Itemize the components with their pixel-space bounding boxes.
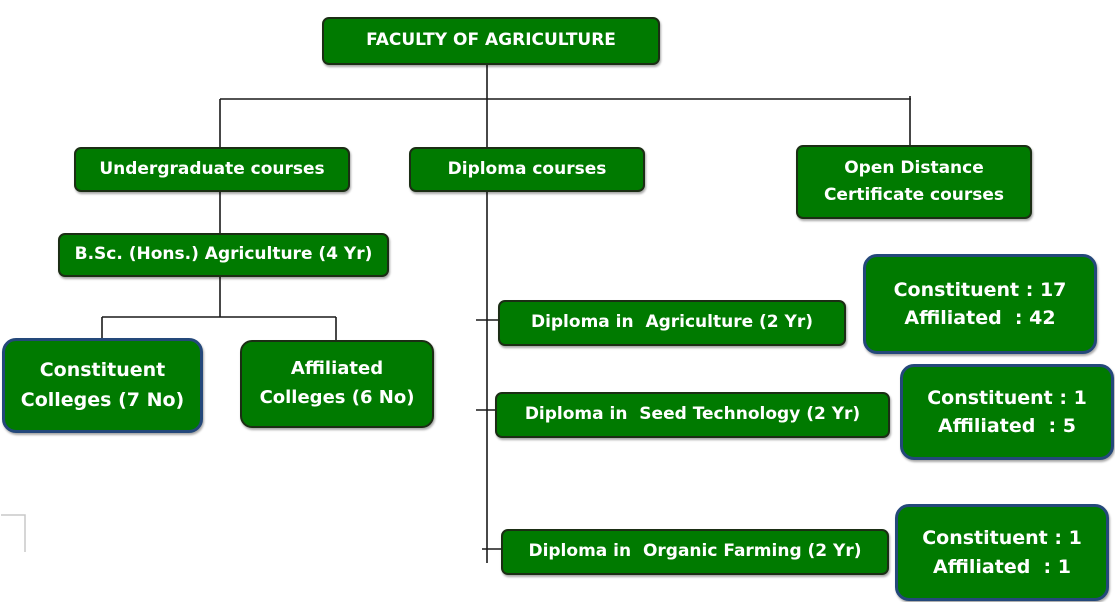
stats-constituent: Constituent : 1 [927,386,1087,409]
undergraduate-label: Undergraduate courses [99,158,325,179]
diploma-seed-label: Diploma in Seed Technology (2 Yr) [524,404,861,425]
diploma-organic-stats: Constituent : 1 Affiliated : 1 [895,504,1109,601]
faculty-title: FACULTY OF AGRICULTURE [366,30,616,51]
bsc-box: B.Sc. (Hons.) Agriculture (4 Yr) [58,233,389,277]
affiliated-line2: Colleges (6 No) [259,387,415,408]
stats-constituent: Constituent : 17 [893,278,1067,301]
stats-affiliated: Affiliated : 42 [904,307,1056,329]
affiliated-line1: Affiliated [290,358,384,380]
diploma-organic-box: Diploma in Organic Farming (2 Yr) [501,529,889,575]
diploma-label: Diploma courses [447,158,607,179]
faculty-title-box: FACULTY OF AGRICULTURE [322,17,660,65]
constituent-line2: Colleges (7 No) [20,388,185,411]
diploma-agriculture-box: Diploma in Agriculture (2 Yr) [498,300,846,346]
undergraduate-box: Undergraduate courses [74,147,350,192]
open-distance-line2: Certificate courses [823,185,1005,205]
constituent-line1: Constituent [39,359,166,382]
diploma-agriculture-stats: Constituent : 17 Affiliated : 42 [863,254,1097,354]
diploma-box: Diploma courses [409,147,645,192]
diploma-agriculture-label: Diploma in Agriculture (2 Yr) [530,312,814,333]
diploma-organic-label: Diploma in Organic Farming (2 Yr) [528,541,862,562]
diploma-seed-box: Diploma in Seed Technology (2 Yr) [495,392,890,438]
diploma-seed-stats: Constituent : 1 Affiliated : 5 [900,364,1114,460]
stats-affiliated: Affiliated : 5 [938,415,1076,437]
open-distance-line1: Open Distance [844,157,984,178]
stats-constituent: Constituent : 1 [922,527,1082,549]
bsc-label: B.Sc. (Hons.) Agriculture (4 Yr) [74,244,373,265]
stats-affiliated: Affiliated : 1 [933,555,1071,578]
